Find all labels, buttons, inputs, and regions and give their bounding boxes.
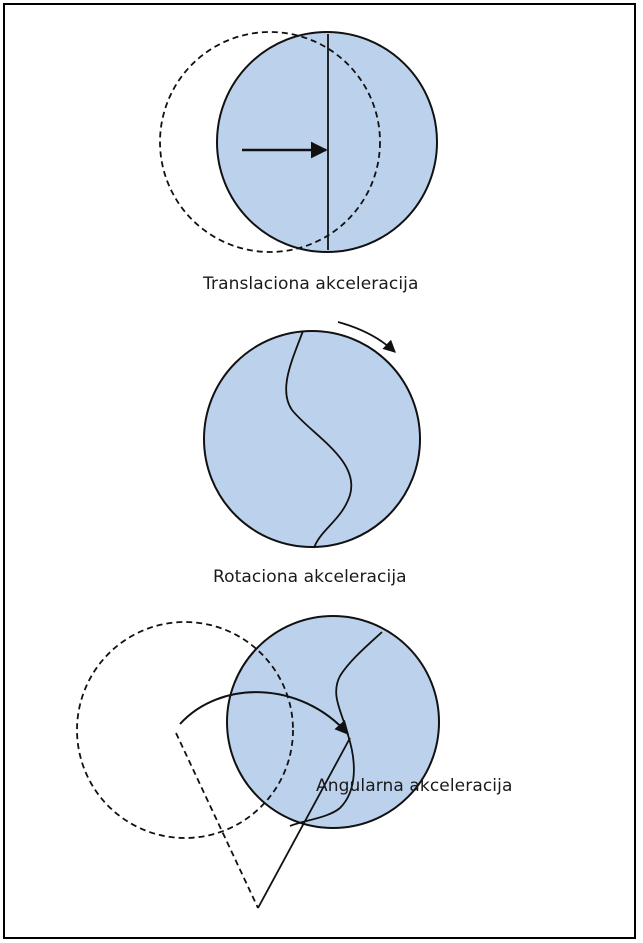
translation-disc [216,31,438,253]
angular-swing-arrow [179,691,349,736]
translation-initial-position-dashed-overlay [217,32,381,252]
angular-disc [226,615,440,829]
rotation-disc [203,330,421,548]
rotation-deformed-line [285,330,353,549]
rotation-direction-arrow [337,321,396,353]
translation-caption: Translaciona akceleracija [203,274,419,294]
angular-initial-position-dashed-overlay [227,621,294,828]
angular-caption: Angularna akceleracija [316,776,513,796]
angular-initial-radius-dashed [175,732,259,909]
translation-panel [159,31,438,253]
rotation-caption: Rotaciona akceleracija [213,567,407,587]
rotation-panel [203,321,421,549]
angular-panel [76,615,440,909]
angular-current-radius [257,737,351,909]
